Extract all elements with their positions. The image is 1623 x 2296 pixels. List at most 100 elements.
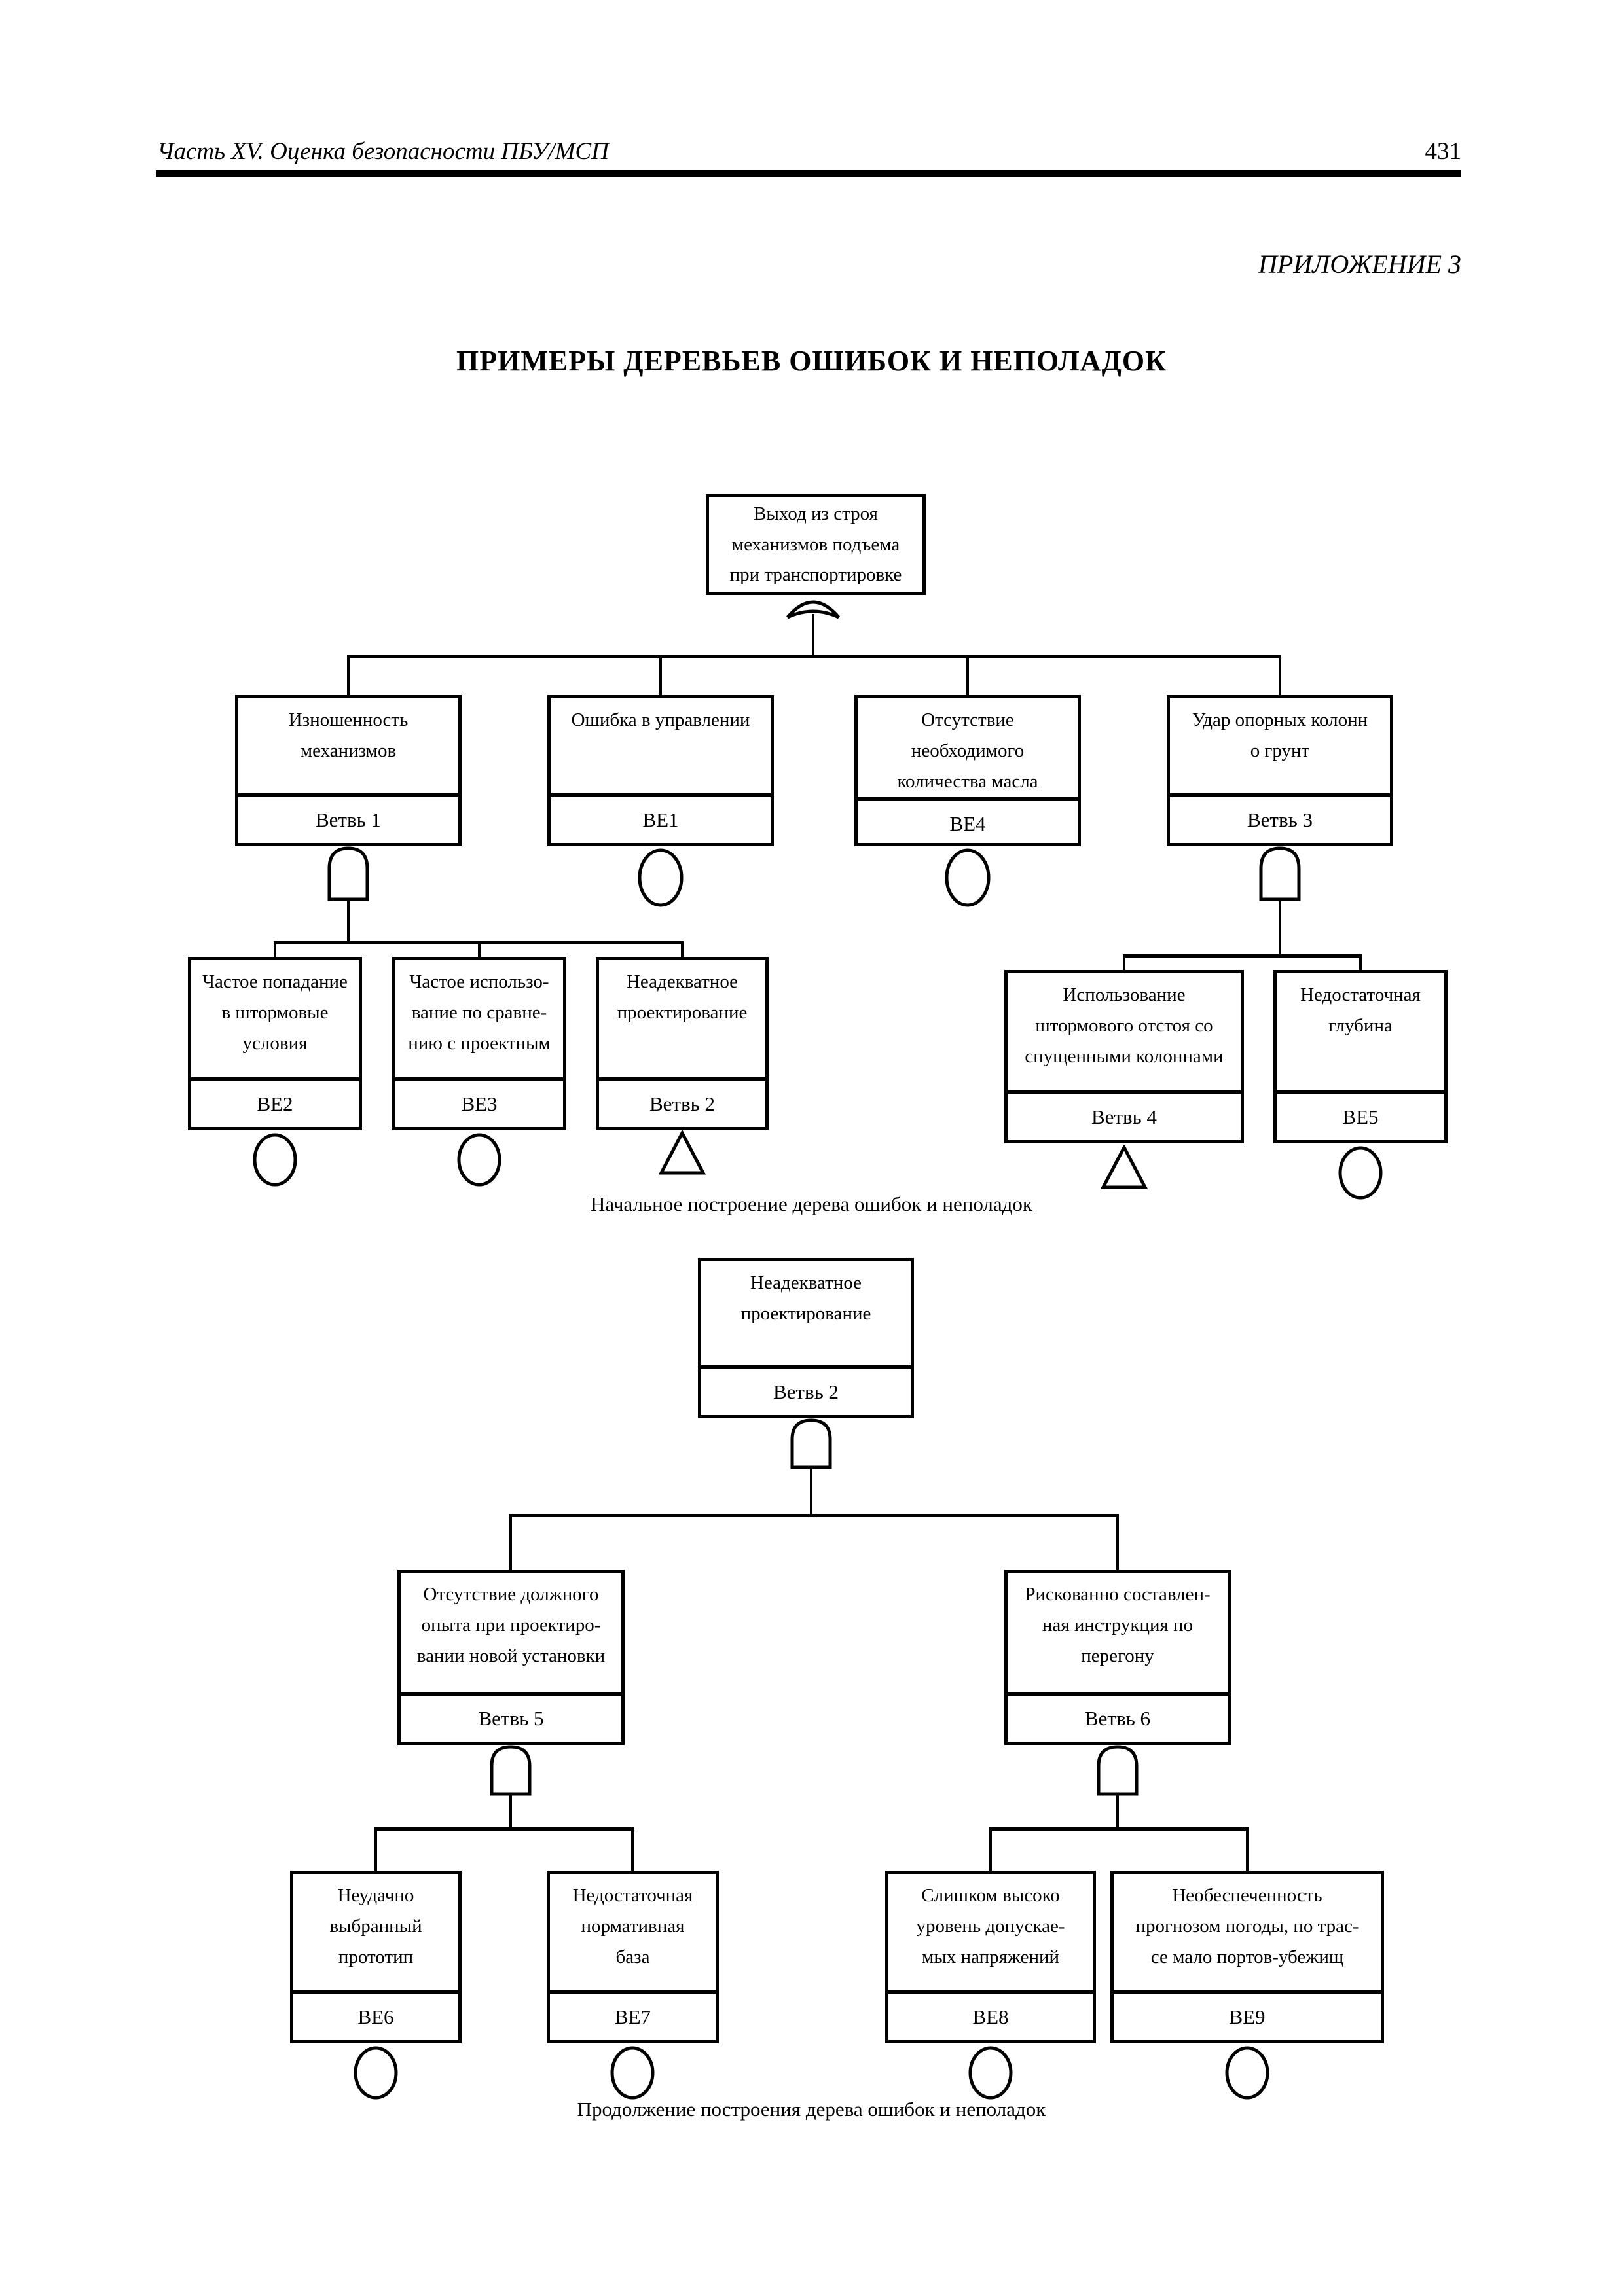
connector-line xyxy=(478,943,481,958)
node-label: ВЕ9 xyxy=(1114,1990,1381,2040)
basic-event-circle-icon xyxy=(457,1133,501,1187)
tree1-be-3: Частое использо- вание по сравне- нию с … xyxy=(392,957,566,1130)
node-description: Недостаточная нормативная база xyxy=(572,1885,693,1967)
basic-event-circle-icon xyxy=(354,2046,398,2100)
node-description: Неадекватное проектирование xyxy=(617,971,748,1023)
node-label: ВЕ6 xyxy=(293,1990,458,2040)
basic-event-circle-icon xyxy=(1225,2046,1269,2100)
node-label: Ветвь 3 xyxy=(1170,793,1390,843)
connector-line xyxy=(1116,1795,1119,1829)
connector-line xyxy=(810,1468,812,1515)
node-label: ВЕ4 xyxy=(858,797,1078,847)
connector-line xyxy=(347,655,1281,658)
transfer-triangle-icon xyxy=(1100,1145,1148,1189)
tree2-top-event: Неадекватное проектирование Ветвь 2 xyxy=(698,1258,914,1418)
node-description: Рискованно составлен- ная инструкция по … xyxy=(1025,1584,1211,1666)
figure-caption: Начальное построение дерева ошибок и неп… xyxy=(591,1193,1032,1215)
connector-line xyxy=(966,656,969,696)
tree2-be-9: Необеспеченность прогнозом погоды, по тр… xyxy=(1110,1871,1384,2043)
tree2-be-8: Слишком высоко уровень допускае- мых нап… xyxy=(885,1871,1096,2043)
node-label: Ветвь 5 xyxy=(401,1692,621,1742)
tree1-branch-2: Неадекватное проектирование Ветвь 2 xyxy=(596,957,769,1130)
and-gate-icon xyxy=(1097,1745,1139,1796)
tree1-branch-4: Использование штормового отстоя со спуще… xyxy=(1004,970,1244,1143)
tree1-be-4: Отсутствие необходимого количества масла… xyxy=(854,695,1081,846)
and-gate-icon xyxy=(1259,846,1301,901)
node-description: Слишком высоко уровень допускае- мых нап… xyxy=(916,1885,1065,1967)
node-label: ВЕ5 xyxy=(1277,1090,1444,1140)
node-description: Необеспеченность прогнозом погоды, по тр… xyxy=(1135,1885,1359,1967)
connector-line xyxy=(631,1829,634,1871)
and-gate-icon xyxy=(327,846,369,901)
basic-event-circle-icon xyxy=(945,848,991,907)
and-gate-icon xyxy=(790,1418,832,1469)
basic-event-circle-icon xyxy=(638,848,684,907)
connector-line xyxy=(681,943,684,958)
tree1-be-1: Ошибка в управлении ВЕ1 xyxy=(547,695,774,846)
connector-line xyxy=(989,1829,992,1871)
node-label: Ветвь 4 xyxy=(1008,1090,1241,1140)
connector-line xyxy=(347,900,350,942)
figure-caption: Продолжение построения дерева ошибок и н… xyxy=(577,2098,1046,2121)
connector-line xyxy=(1116,1516,1119,1570)
tree1-be-5: Недостаточная глубина ВЕ5 xyxy=(1273,970,1448,1143)
connector-line xyxy=(1123,954,1362,958)
node-label: ВЕ8 xyxy=(888,1990,1093,2040)
node-label: Ветвь 2 xyxy=(599,1077,765,1127)
node-description: Недостаточная глубина xyxy=(1300,984,1421,1036)
node-label: Ветвь 2 xyxy=(701,1365,911,1415)
and-gate-icon xyxy=(490,1745,532,1796)
node-label: Ветвь 6 xyxy=(1008,1692,1228,1742)
connector-line xyxy=(1279,900,1281,957)
tree1-branch-1: Изношенность механизмов Ветвь 1 xyxy=(235,695,462,846)
basic-event-circle-icon xyxy=(253,1133,297,1187)
connector-line xyxy=(274,941,684,944)
node-description: Частое использо- вание по сравне- нию с … xyxy=(408,971,551,1054)
tree1-branch-3: Удар опорных колонн о грунт Ветвь 3 xyxy=(1167,695,1393,846)
node-label: ВЕ3 xyxy=(395,1077,563,1127)
connector-line xyxy=(274,943,276,958)
basic-event-circle-icon xyxy=(610,2046,655,2100)
node-label: ВЕ1 xyxy=(551,793,771,843)
appendix-label: ПРИЛОЖЕНИЕ 3 xyxy=(1258,249,1461,279)
node-description: Неудачно выбранный прототип xyxy=(329,1885,422,1967)
running-head: Часть XV. Оценка безопасности ПБУ/МСП xyxy=(157,138,609,165)
connector-line xyxy=(1246,1829,1249,1871)
node-description: Неадекватное проектирование xyxy=(740,1272,871,1324)
or-gate-icon xyxy=(786,600,840,619)
node-description: Отсутствие должного опыта при проектиро-… xyxy=(416,1584,606,1666)
connector-line xyxy=(374,1827,634,1831)
connector-line xyxy=(347,656,350,696)
node-label: ВЕ7 xyxy=(550,1990,716,2040)
tree2-be-7: Недостаточная нормативная база ВЕ7 xyxy=(547,1871,719,2043)
connector-line xyxy=(812,614,814,656)
node-description: Отсутствие необходимого количества масла xyxy=(897,709,1038,792)
node-label: Ветвь 1 xyxy=(238,793,458,843)
connector-line xyxy=(659,656,662,696)
connector-line xyxy=(989,1827,1249,1831)
basic-event-circle-icon xyxy=(968,2046,1013,2100)
node-description: Выход из строя механизмов подъема при тр… xyxy=(729,503,902,586)
basic-event-circle-icon xyxy=(1338,1146,1383,1200)
connector-line xyxy=(1123,956,1125,971)
node-description: Удар опорных колонн о грунт xyxy=(1192,709,1368,761)
tree2-branch-6: Рискованно составлен- ная инструкция по … xyxy=(1004,1570,1231,1745)
node-label: ВЕ2 xyxy=(191,1077,359,1127)
tree2-branch-5: Отсутствие должного опыта при проектиро-… xyxy=(397,1570,625,1745)
node-description: Изношенность механизмов xyxy=(288,709,409,761)
node-description: Ошибка в управлении xyxy=(571,709,750,730)
connector-line xyxy=(509,1795,512,1829)
connector-line xyxy=(509,1514,1119,1517)
connector-line xyxy=(374,1829,377,1871)
transfer-triangle-icon xyxy=(658,1130,706,1175)
connector-line xyxy=(509,1516,512,1570)
page-title: ПРИМЕРЫ ДЕРЕВЬЕВ ОШИБОК И НЕПОЛАДОК xyxy=(456,345,1167,377)
tree1-be-2: Частое попадание в штормовые условия ВЕ2 xyxy=(188,957,362,1130)
node-description: Частое попадание в штормовые условия xyxy=(202,971,348,1054)
node-description: Использование штормового отстоя со спуще… xyxy=(1025,984,1224,1067)
tree1-top-event: Выход из строя механизмов подъема при тр… xyxy=(706,494,926,595)
page-number: 431 xyxy=(1425,138,1462,165)
connector-line xyxy=(1359,956,1362,971)
connector-line xyxy=(1279,656,1281,696)
